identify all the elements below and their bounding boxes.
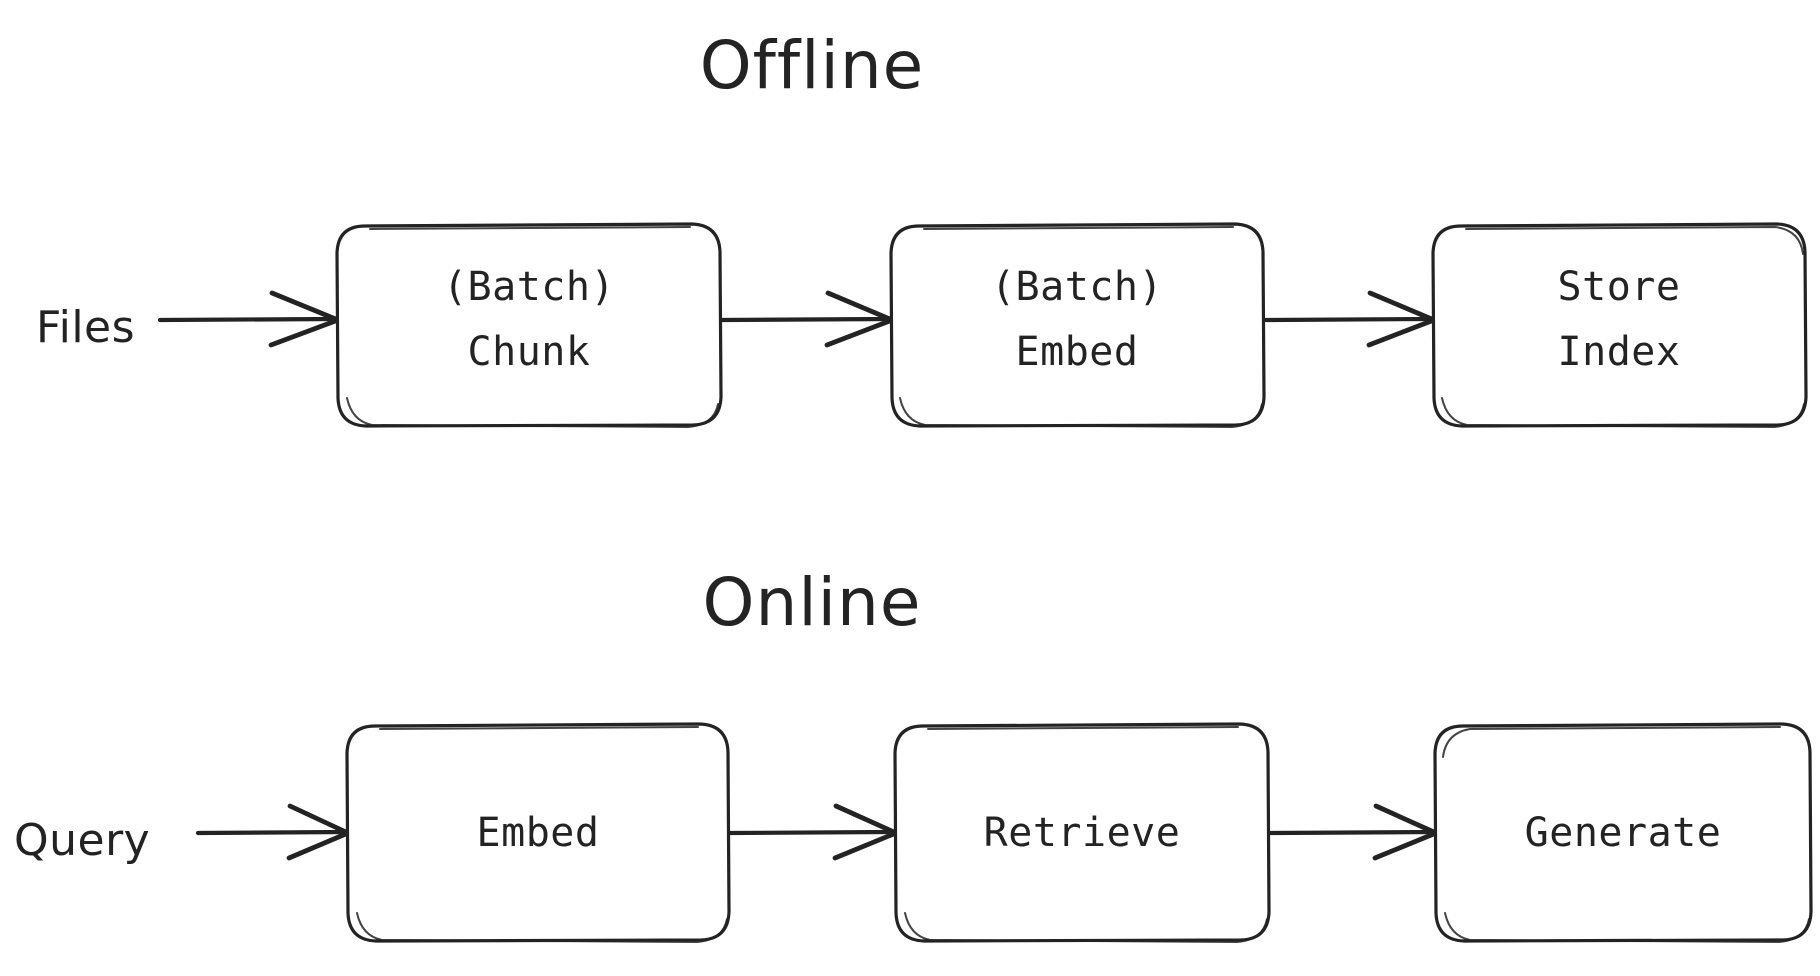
node-generate[interactable]: Generate (1433, 722, 1813, 943)
input-label-query: Query (14, 815, 150, 866)
node-label-line2: Embed (1016, 329, 1139, 375)
node-shape (889, 222, 1266, 428)
edge-batch-embed-to-store-index (1263, 290, 1437, 348)
node-label-line1: Store (1558, 264, 1681, 310)
edge-line (719, 316, 893, 323)
node-shape (1433, 722, 1813, 943)
node-shape-sketch-overstroke (356, 912, 728, 943)
node-shape-sketch-overstroke (904, 912, 1268, 943)
node-label-line2: Index (1558, 329, 1681, 375)
edge-line (195, 829, 349, 836)
input-label-files: Files (36, 302, 135, 353)
edge-embed-to-retrieve (727, 803, 899, 861)
section-heading-online: Online (703, 564, 922, 641)
node-store-index[interactable]: Store Index (1431, 222, 1808, 428)
edge-line (727, 829, 897, 836)
node-shape-sketch-overstroke (346, 397, 719, 428)
node-shape-sketch-topstroke (1442, 726, 1781, 758)
node-shape-sketch-overstroke (899, 397, 1263, 428)
node-shape-sketch-overstroke (1441, 397, 1805, 428)
edge-retrieve-to-generate (1268, 803, 1439, 861)
node-shape-sketch-topstroke (369, 226, 691, 230)
section-offline: Offline Files (Batch) Chunk (36, 27, 1808, 428)
node-shape (335, 222, 723, 428)
node-label-line1: Retrieve (984, 810, 1181, 856)
edge-line (1268, 829, 1437, 836)
node-shape (1431, 222, 1808, 428)
node-label-line1: Generate (1525, 810, 1722, 856)
node-label-line1: (Batch) (443, 264, 615, 310)
section-heading-offline: Offline (700, 27, 925, 104)
node-retrieve[interactable]: Retrieve (893, 722, 1271, 943)
node-label-line1: (Batch) (991, 264, 1163, 310)
edge-batch-chunk-to-batch-embed (719, 290, 895, 348)
node-label-line2: Chunk (468, 329, 591, 375)
edge-files-to-batch-chunk (157, 290, 341, 348)
edge-query-to-embed (195, 803, 351, 861)
node-shape-sketch-topstroke (927, 726, 1239, 730)
node-shape (345, 722, 731, 943)
node-label-line1: Embed (477, 810, 600, 856)
node-batch-chunk[interactable]: (Batch) Chunk (335, 222, 723, 428)
node-shape-sketch-topstroke (1465, 226, 1804, 255)
node-shape (893, 722, 1271, 943)
node-shape-sketch-topstroke (379, 726, 699, 730)
node-shape-sketch-overstroke (1444, 912, 1810, 943)
node-embed[interactable]: Embed (345, 722, 731, 943)
section-online: Online Query Embed (14, 564, 1813, 943)
edge-line (1263, 316, 1435, 323)
node-batch-embed[interactable]: (Batch) Embed (889, 222, 1266, 428)
node-shape-sketch-topstroke (923, 226, 1234, 230)
edge-line (157, 316, 339, 323)
